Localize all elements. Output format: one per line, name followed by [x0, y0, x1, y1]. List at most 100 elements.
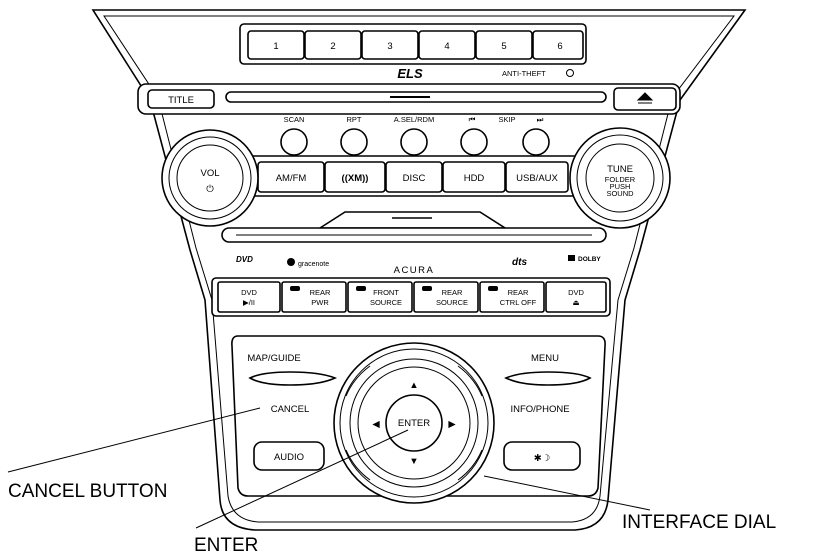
- panel-inner-edge: [103, 15, 736, 523]
- info-phone-label: INFO/PHONE: [510, 404, 569, 415]
- eject-icon: ⏏: [572, 298, 579, 307]
- audio-button[interactable]: AUDIO: [253, 441, 325, 471]
- button-label-line2: SOURCE: [370, 298, 402, 307]
- anti-theft-label: ANTI-THEFT: [502, 69, 546, 78]
- preset-button-4[interactable]: 4: [418, 30, 476, 60]
- map-guide-label: MAP/GUIDE: [247, 353, 300, 364]
- tune-push-label: PUSH: [610, 182, 631, 191]
- acura-logo: ACURA: [394, 265, 435, 276]
- xm-label: ((XM)): [342, 173, 369, 184]
- cancel-callout-line: [7, 407, 261, 473]
- disc-slot-lid: [317, 211, 508, 229]
- usb-aux-label: USB/AUX: [516, 173, 558, 184]
- am-fm-button[interactable]: AM/FM: [257, 161, 325, 193]
- interface-dial-callout-line: [483, 475, 651, 511]
- preset-label: 2: [330, 41, 335, 52]
- cancel-button-callout: CANCEL BUTTON: [8, 481, 167, 502]
- tune-knob[interactable]: TUNE FOLDER PUSH SOUND: [569, 127, 671, 229]
- arrow-up-icon[interactable]: ▲: [409, 380, 418, 391]
- els-logo: ELS: [397, 66, 423, 81]
- tune-label: TUNE: [607, 164, 633, 175]
- gracenote-logo: gracenote: [298, 261, 329, 268]
- button-label-line2: ▶/II: [243, 298, 255, 307]
- rear-source-button[interactable]: REAR SOURCE: [413, 281, 479, 313]
- map-guide-button[interactable]: [248, 371, 338, 386]
- skip-label: SKIP: [498, 115, 515, 124]
- dvd-logo: DVD: [236, 255, 253, 264]
- eject-icon: [636, 92, 654, 104]
- indicator-light: [422, 286, 432, 291]
- hdd-button[interactable]: HDD: [442, 161, 506, 193]
- eject-button[interactable]: [613, 87, 677, 111]
- enter-button[interactable]: ENTER: [385, 394, 443, 452]
- button-label-line1: REAR: [508, 288, 529, 297]
- preset-button-5[interactable]: 5: [475, 30, 533, 60]
- preset-button-3[interactable]: 3: [361, 30, 419, 60]
- preset-button-6[interactable]: 6: [532, 30, 584, 60]
- rpt-button[interactable]: [340, 128, 368, 156]
- arrow-right-icon[interactable]: ▶: [448, 419, 456, 430]
- audio-label: AUDIO: [274, 452, 304, 463]
- scan-label: SCAN: [284, 115, 305, 124]
- dts-logo: dts: [512, 257, 527, 268]
- rear-ctrl-off-button[interactable]: REAR CTRL OFF: [479, 281, 545, 313]
- dolby-logo: DOLBY: [578, 256, 601, 263]
- preset-button-1[interactable]: 1: [247, 30, 305, 60]
- indicator-light: [356, 286, 366, 291]
- enter-callout: ENTER: [194, 535, 258, 556]
- button-label-line1: FRONT: [373, 288, 399, 297]
- arrow-down-icon[interactable]: ▼: [409, 456, 418, 467]
- dvd-play-pause-button[interactable]: DVD ▶/II: [217, 281, 281, 313]
- cancel-label: CANCEL: [271, 404, 310, 415]
- menu-button[interactable]: [504, 371, 592, 386]
- indicator-light: [290, 286, 300, 291]
- tune-sound-label: SOUND: [606, 189, 634, 198]
- tune-folder-label: FOLDER: [605, 175, 636, 184]
- rpt-label: RPT: [347, 115, 362, 124]
- anti-theft-indicator: [566, 69, 574, 77]
- button-label-line1: REAR: [442, 288, 463, 297]
- power-icon: ⏻: [206, 184, 214, 195]
- menu-label: MENU: [531, 353, 559, 364]
- am-fm-label: AM/FM: [276, 173, 307, 184]
- dolby-icon: [568, 255, 575, 261]
- rear-power-button[interactable]: REAR PWR: [281, 281, 347, 313]
- skip-forward-button[interactable]: [522, 128, 550, 156]
- title-button[interactable]: TITLE: [147, 89, 215, 109]
- indicator-light: [488, 286, 498, 291]
- volume-label: VOL: [200, 168, 219, 179]
- gracenote-icon: [287, 258, 295, 266]
- arrow-left-icon[interactable]: ◀: [372, 419, 380, 430]
- disc-button[interactable]: DISC: [385, 161, 443, 193]
- preset-label: 3: [387, 41, 392, 52]
- enter-label: ENTER: [398, 418, 430, 429]
- asel-rdm-label: A.SEL/RDM: [394, 115, 434, 124]
- enter-callout-line: [195, 429, 409, 529]
- asel-rdm-button[interactable]: [400, 128, 428, 156]
- volume-knob[interactable]: VOL ⏻: [161, 129, 259, 227]
- interface-dial-callout: INTERFACE DIAL: [622, 512, 776, 533]
- day-night-icon: ✱☽: [534, 453, 551, 464]
- dvd-eject-button[interactable]: DVD ⏏: [545, 281, 607, 313]
- skip-prev-icon: ⏮: [469, 115, 476, 124]
- button-label-line2: SOURCE: [436, 298, 468, 307]
- preset-label: 5: [501, 41, 506, 52]
- skip-next-icon: ⏭: [537, 115, 544, 124]
- xm-button[interactable]: ((XM)): [324, 161, 386, 193]
- button-label-line1: DVD: [568, 288, 584, 297]
- title-button-label: TITLE: [168, 95, 194, 106]
- scan-button[interactable]: [280, 128, 308, 156]
- skip-back-button[interactable]: [460, 128, 488, 156]
- hdd-label: HDD: [464, 173, 485, 184]
- front-source-button[interactable]: FRONT SOURCE: [347, 281, 413, 313]
- button-label-line2: PWR: [311, 298, 329, 307]
- preset-label: 1: [273, 41, 278, 52]
- button-label-line2: CTRL OFF: [500, 298, 537, 307]
- preset-label: 6: [557, 41, 562, 52]
- usb-aux-button[interactable]: USB/AUX: [505, 161, 569, 193]
- day-night-button[interactable]: ✱☽: [503, 441, 581, 471]
- button-label-line1: REAR: [310, 288, 331, 297]
- preset-label: 4: [444, 41, 449, 52]
- preset-button-2[interactable]: 2: [304, 30, 362, 60]
